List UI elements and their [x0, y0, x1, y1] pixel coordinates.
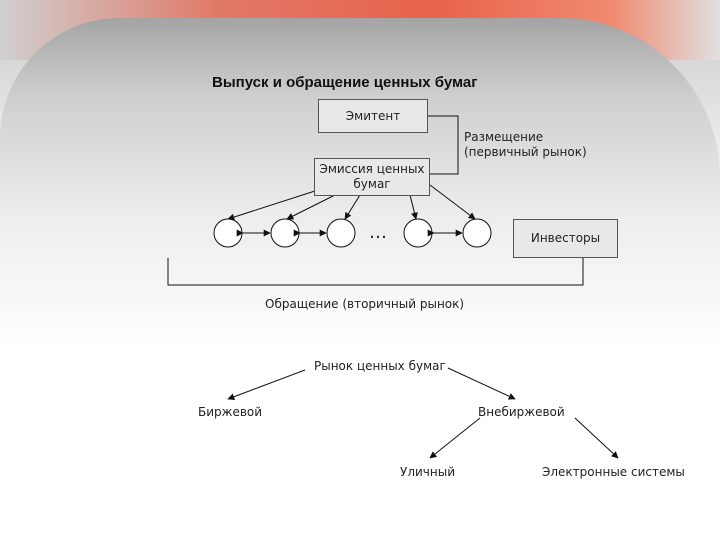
- investor-circle-5: [462, 218, 492, 248]
- investors-box: Инвесторы: [513, 219, 618, 258]
- arrow-to-circle-3: [344, 194, 361, 220]
- otc-label: Внебиржевой: [478, 405, 565, 419]
- exchange-label: Биржевой: [198, 405, 263, 419]
- ellipsis: …: [369, 222, 388, 243]
- street-label: Уличный: [400, 465, 455, 479]
- arrow-to-otc: [447, 367, 516, 400]
- electronic-label: Электронные системы: [542, 465, 685, 479]
- diagram-title: Выпуск и обращение ценных бумаг: [212, 74, 478, 91]
- investor-circle-2: [270, 218, 300, 248]
- issuer-placement-connector: [428, 115, 459, 175]
- arrow-to-electronic: [574, 417, 619, 459]
- arrow-to-exchange: [227, 369, 306, 401]
- issuer-box: Эмитент: [318, 99, 428, 133]
- arrow-to-street: [429, 417, 481, 459]
- circulation-label: Обращение (вторичный рынок): [265, 297, 465, 311]
- issuer-label: Эмитент: [345, 108, 401, 123]
- arrow-to-circle-2: [286, 194, 336, 220]
- investor-circle-1: [213, 218, 243, 248]
- investor-circle-4: [403, 218, 433, 248]
- placement-label: Размещение (первичный рынок): [464, 130, 587, 159]
- emission-label-line-2: бумаг: [353, 177, 391, 191]
- emission-label-line-1: Эмиссия ценных: [319, 162, 425, 176]
- arrow-to-circle-5: [429, 184, 476, 220]
- circulation-bracket: [167, 258, 584, 286]
- market-label: Рынок ценных бумаг: [314, 359, 446, 373]
- emission-box: Эмиссия ценных бумаг: [314, 158, 430, 196]
- investors-label: Инвесторы: [530, 231, 601, 245]
- arrow-to-circle-1: [227, 189, 319, 221]
- arrow-to-circle-4: [409, 194, 418, 220]
- investor-circle-3: [326, 218, 356, 248]
